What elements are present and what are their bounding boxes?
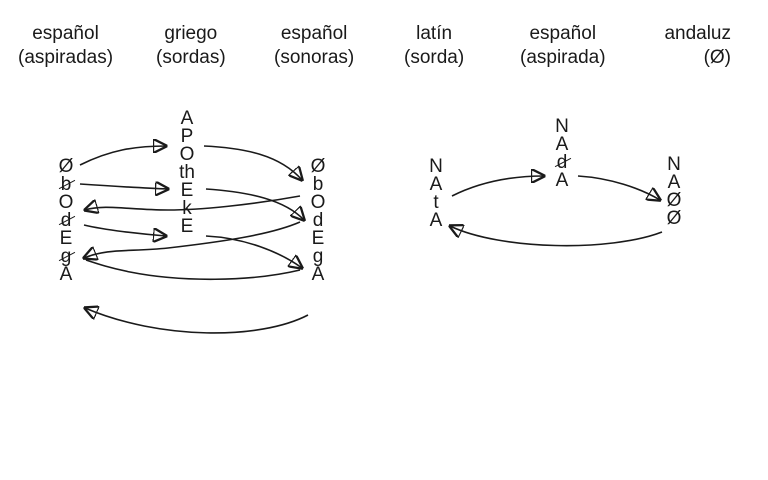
letter: N [429, 156, 443, 177]
header-line2: (aspirada) [520, 47, 606, 68]
letter: O [58, 192, 74, 213]
header-line2: (aspiradas) [18, 47, 114, 68]
letter: O [179, 144, 195, 165]
header-line1: andaluz [664, 23, 731, 44]
letter: Ø [666, 208, 682, 229]
arrow-e-to-a-lower [85, 259, 301, 281]
letter: E [59, 228, 73, 249]
letter: th [179, 162, 195, 183]
column-griego: A P O th E k E [172, 108, 202, 237]
column-aspiradas: Ø b O d E g A [54, 156, 78, 285]
header-griego-sordas: griego (sordas) [156, 22, 226, 70]
letter-struck: g [54, 247, 78, 266]
header-andaluz: andaluz (Ø) [647, 22, 731, 70]
arrow-b-to-th [79, 184, 168, 189]
header-line1: español [280, 23, 348, 44]
arrow-d-to-e-cross [84, 221, 301, 258]
letter: A [667, 172, 681, 193]
letter: P [180, 126, 194, 147]
letter-struck: b [54, 175, 78, 194]
letter: A [555, 134, 569, 155]
column-latin: N A t A [424, 156, 448, 231]
header-line2: (Ø) [703, 47, 731, 68]
header-espanol-aspiradas: español (aspiradas) [18, 22, 113, 70]
letter: b [312, 174, 324, 195]
arrow-o-to-p [79, 146, 166, 166]
header-latin-sorda: latín (sorda) [404, 22, 464, 70]
letter: A [180, 108, 194, 129]
letter: N [667, 154, 681, 175]
letter: E [311, 228, 325, 249]
arrow-d-to-k [83, 224, 166, 236]
letter: A [59, 264, 73, 285]
letter: A [429, 174, 443, 195]
column-aspirada: N A d A [550, 116, 574, 191]
letter: O [310, 192, 326, 213]
column-andaluz: N A Ø Ø [662, 154, 686, 229]
header-line1: griego [164, 23, 218, 44]
column-sonoras: Ø b O d E g A [306, 156, 330, 285]
letter: k [182, 198, 192, 219]
letter: Ø [58, 156, 74, 177]
letter: E [180, 180, 194, 201]
letter: A [311, 264, 325, 285]
arrow-a-to-d [451, 176, 544, 197]
arrow-k-to-g [205, 235, 302, 268]
arrow-th-to-d [205, 188, 304, 220]
arrow-a-to-zero [577, 175, 660, 200]
letter: Ø [666, 190, 682, 211]
header-line2: (sordas) [156, 47, 226, 68]
header-line2: (sonoras) [274, 47, 355, 68]
letter: d [312, 210, 324, 231]
letter: E [180, 216, 194, 237]
letter: N [555, 116, 569, 137]
letter: A [429, 210, 443, 231]
header-espanol-sonoras: español (sonoras) [274, 22, 354, 70]
arrow-b-to-o-cross [85, 195, 301, 210]
header-line1: latín [416, 23, 453, 44]
header-line2: (sorda) [404, 47, 465, 68]
letter: Ø [310, 156, 326, 177]
letter: g [312, 246, 324, 267]
letter-struck: d [550, 153, 574, 172]
letter: t [433, 192, 439, 213]
arrow-o-to-o [203, 145, 302, 180]
letter: A [555, 170, 569, 191]
header-line1: español [32, 23, 99, 44]
header-line1: español [529, 23, 597, 44]
arrow-zero-to-a [450, 226, 663, 247]
arrow-a-to-a-bottom [85, 308, 309, 334]
letter-struck: d [54, 211, 78, 230]
header-espanol-aspirada: español (aspirada) [520, 22, 606, 70]
